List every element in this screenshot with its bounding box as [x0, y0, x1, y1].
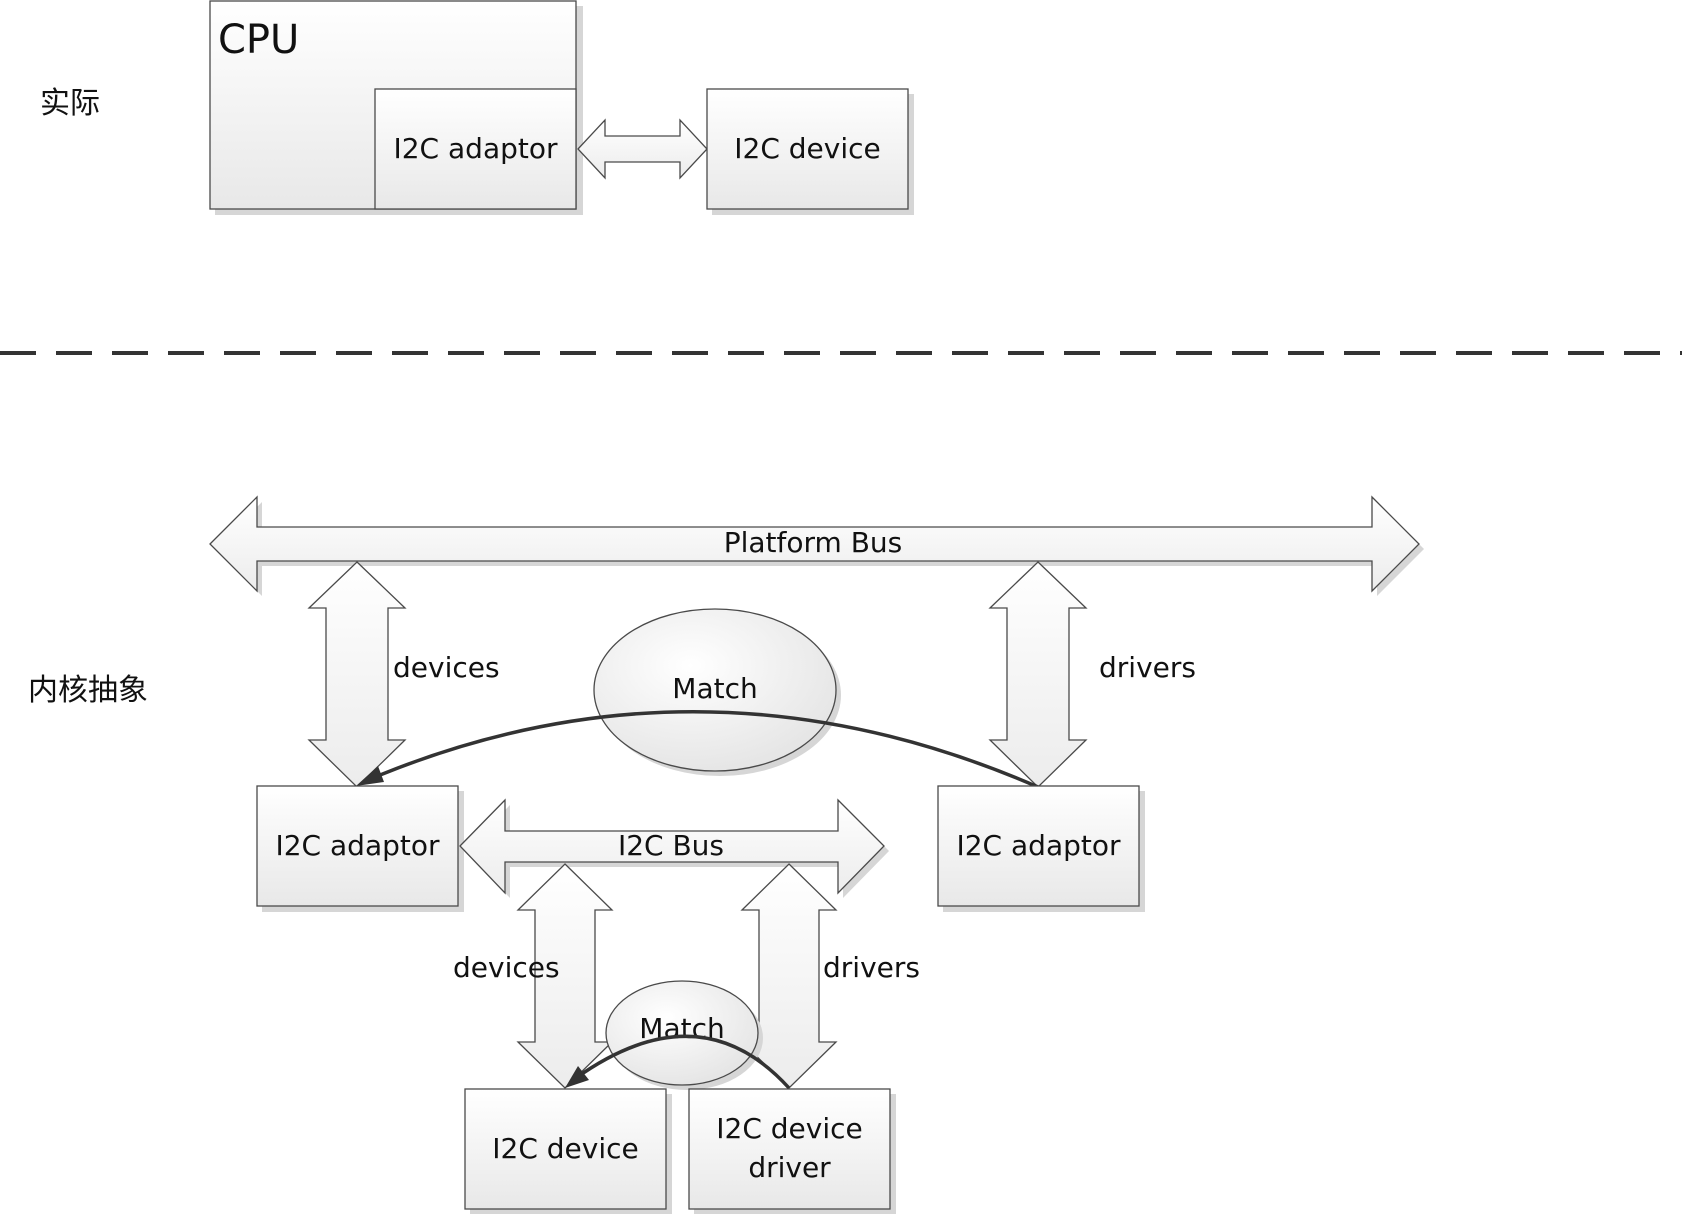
platform-bus-arrow: [209, 495, 1420, 593]
top-bidirectional-arrow: [577, 118, 708, 180]
cpu-label: CPU: [218, 17, 299, 63]
i2c-devices-label: devices: [453, 951, 560, 984]
device-driver-label-line2: driver: [748, 1151, 831, 1184]
device-driver-box: [688, 1088, 891, 1210]
i2c-match-ellipse: [605, 980, 759, 1086]
i2c-match-curve: [574, 1034, 791, 1090]
platform-match-ellipse: [593, 608, 837, 772]
section-label-actual: 实际: [40, 86, 100, 121]
top-device-block: I2C device: [706, 88, 914, 215]
top-adaptor-label: I2C adaptor: [393, 132, 557, 165]
right-adaptor-label: I2C adaptor: [956, 829, 1120, 862]
platform-devices-label: devices: [393, 651, 500, 684]
i2c-drivers-label: drivers: [823, 951, 920, 984]
platform-drivers-arrow: [988, 561, 1088, 788]
bottom-device-box: [464, 1088, 667, 1210]
top-device-label: I2C device: [734, 132, 881, 165]
device-driver-label-line1: I2C device: [716, 1112, 863, 1145]
section-label-kernel: 内核抽象: [28, 673, 148, 708]
top-adaptor-box: [374, 88, 577, 210]
platform-drivers-label: drivers: [1099, 651, 1196, 684]
left-adaptor-box: [256, 785, 459, 907]
top-device-box: [706, 88, 909, 210]
platform-match-curve: [367, 709, 1039, 789]
platform-bus-label: Platform Bus: [724, 526, 903, 559]
left-adaptor-label: I2C adaptor: [275, 829, 439, 862]
platform-devices-arrow: [307, 561, 407, 788]
bottom-device-label: I2C device: [492, 1132, 639, 1165]
right-adaptor-box: [937, 785, 1140, 907]
platform-match-label: Match: [672, 672, 757, 705]
i2c-bus-label: I2C Bus: [618, 829, 724, 862]
i2c-bus-arrow: [459, 798, 885, 895]
i2c-match-arrowhead: [565, 1066, 589, 1088]
platform-match-arrowhead: [356, 766, 384, 786]
top-adaptor-block: I2C adaptor: [374, 88, 577, 210]
